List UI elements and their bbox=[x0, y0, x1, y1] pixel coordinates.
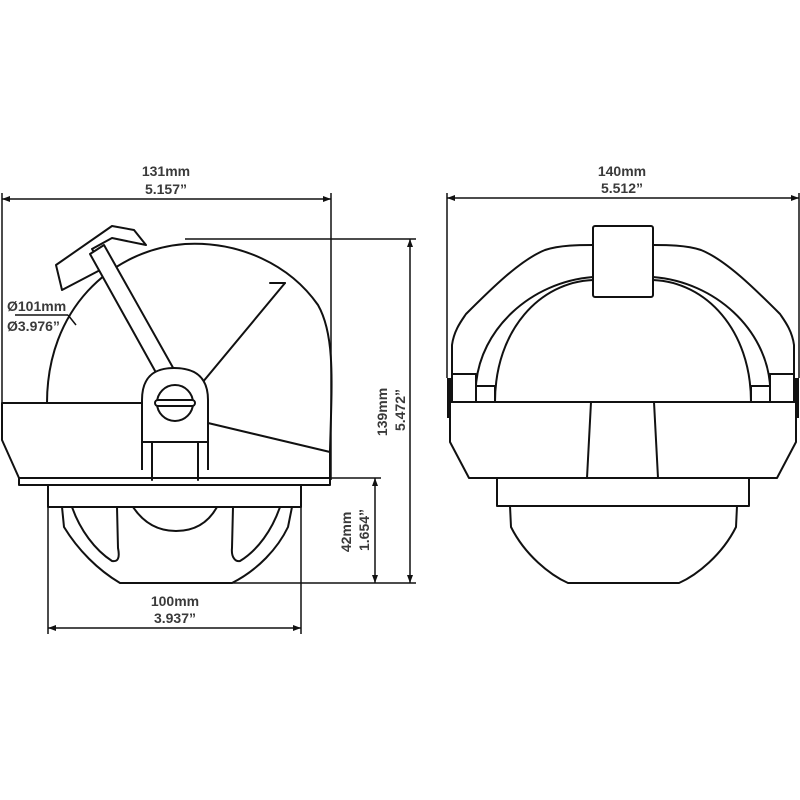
hinge-screw-slot bbox=[154, 399, 196, 407]
dim-overall-width-in: 5.157” bbox=[145, 181, 187, 197]
hood-outer bbox=[451, 244, 795, 384]
front-view bbox=[447, 225, 799, 584]
dim-front-width-in: 5.512” bbox=[601, 180, 643, 196]
front-base-center-panel bbox=[586, 401, 659, 479]
side-view-dimensions: 131mm 5.157” Ø101mm Ø3.976” 139mm 5.472”… bbox=[1, 163, 416, 634]
pivot-left bbox=[447, 378, 451, 418]
dim-dome-diameter-mm: Ø101mm bbox=[7, 298, 66, 314]
sight-vane-arm bbox=[89, 244, 177, 379]
hood-tab-left-inner bbox=[475, 385, 496, 403]
dim-overall-width-mm: 131mm bbox=[142, 163, 190, 179]
mounting-flange bbox=[18, 477, 331, 486]
dim-dome-diameter-in: Ø3.976” bbox=[7, 318, 60, 334]
bowl-outline bbox=[61, 506, 293, 584]
front-base-housing bbox=[449, 401, 797, 479]
front-view-dimensions: 140mm 5.512” bbox=[446, 163, 800, 378]
dim-overall-height: 139mm 5.472” bbox=[374, 384, 408, 436]
dim-bowl-width-mm: 100mm bbox=[151, 593, 199, 609]
dim-bowl-width-in: 3.937” bbox=[154, 610, 196, 626]
sight-vane bbox=[55, 225, 147, 291]
hood-tab-left-outer bbox=[451, 373, 477, 403]
pivot-right bbox=[795, 378, 799, 418]
dim-front-width-mm: 140mm bbox=[598, 163, 646, 179]
bowl-window-left bbox=[71, 506, 120, 563]
compass-card-bottom bbox=[132, 506, 218, 532]
front-bowl-ring bbox=[496, 477, 750, 507]
side-view bbox=[1, 225, 333, 584]
dim-bowl-depth: 42mm 1.654” bbox=[338, 508, 372, 552]
front-bowl bbox=[509, 505, 738, 584]
dome-segment-line bbox=[201, 282, 286, 384]
bowl-ring bbox=[47, 484, 302, 508]
hood-tab-right-outer bbox=[769, 373, 795, 403]
hood-innermost bbox=[494, 279, 752, 403]
bowl-window-right bbox=[230, 506, 281, 563]
hood-tab-right-inner bbox=[750, 385, 771, 403]
base-housing-slope bbox=[207, 422, 331, 453]
hood-inner bbox=[475, 276, 771, 386]
hood-top-block bbox=[592, 225, 654, 298]
